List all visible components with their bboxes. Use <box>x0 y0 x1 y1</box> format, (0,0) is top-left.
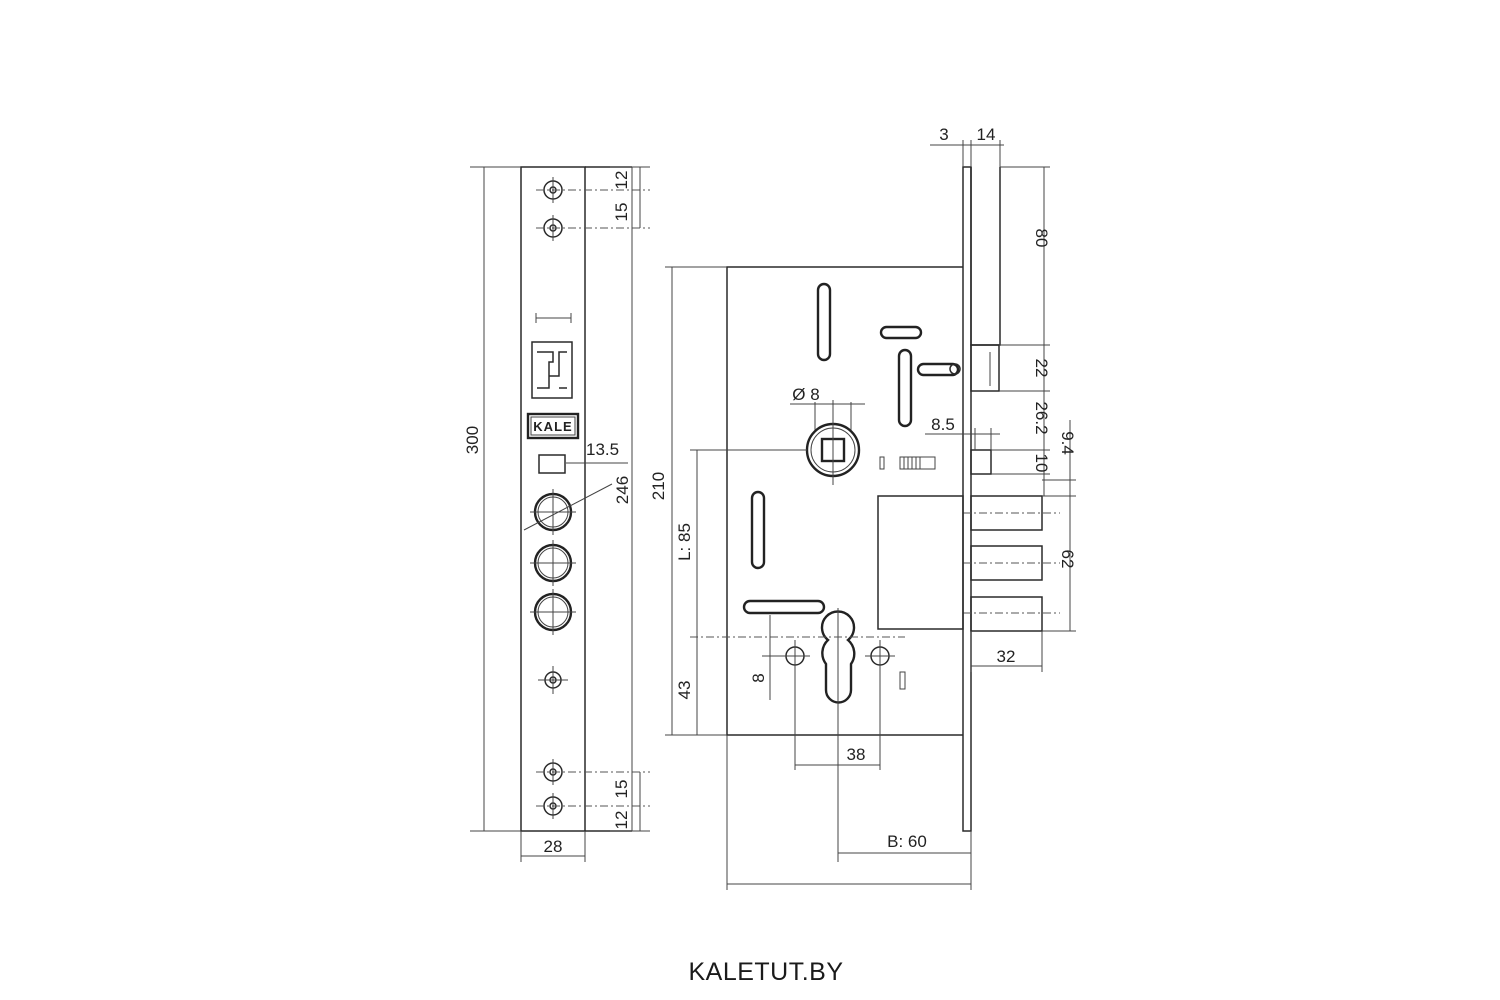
dim-latch-to-follower: 26.2 <box>1032 401 1051 434</box>
dim-top-to-latch: 80 <box>1032 229 1051 248</box>
faceplate-screw-hole-top-2 <box>536 215 650 241</box>
faceplate-follower-slot <box>538 454 566 474</box>
dim-cylinder-from-bottom: 43 <box>675 681 694 700</box>
faceplate-side <box>962 166 972 832</box>
dim-backset: B: 60 <box>887 832 927 851</box>
dim-top-spacing-1: 12 <box>612 171 631 190</box>
deadbolt-3 <box>963 596 1060 632</box>
deadbolt-hole-3 <box>530 589 576 635</box>
dim-screw-hole: 8 <box>749 673 768 682</box>
deadbolt-hole-2 <box>530 540 576 586</box>
dim-faceplate-width: 28 <box>544 837 563 856</box>
latch-tongue <box>970 344 1000 392</box>
kale-logo: KALE <box>526 412 580 440</box>
top-tab <box>970 167 1001 346</box>
faceplate-screw-hole-top-1 <box>536 177 650 203</box>
faceplate-view: KALE 13.5 <box>470 166 650 862</box>
lock-body-view <box>665 140 1076 890</box>
spring-detail <box>899 456 936 470</box>
faceplate-screw-hole-bottom-1 <box>536 759 650 785</box>
dim-top-spacing-2: 15 <box>612 203 631 222</box>
dim-follower-diameter: Ø 8 <box>792 385 819 404</box>
faceplate-outline <box>520 166 586 832</box>
dim-follower-offset: 8.5 <box>931 415 955 434</box>
dim-bottom-spacing-1: 15 <box>612 780 631 799</box>
dim-latch-height: 22 <box>1032 359 1051 378</box>
deadbolt-1 <box>963 495 1060 531</box>
slot-vertical-upper <box>897 348 913 428</box>
dim-screw-spacing: 38 <box>847 745 866 764</box>
dim-center-distance: L: 85 <box>675 523 694 561</box>
cylinder-screw-hole-right <box>865 640 895 770</box>
lock-case-outline <box>726 266 963 736</box>
slot-latch-arm <box>916 362 960 377</box>
dim-bolt-throw: 32 <box>997 647 1016 666</box>
kale-logo-text: KALE <box>533 419 572 434</box>
slot-upper-left <box>816 282 832 362</box>
dim-body-height: 210 <box>649 472 668 500</box>
bolt-carrier <box>877 495 964 630</box>
hole-diameter-leader <box>523 483 613 531</box>
latch-opening <box>531 313 573 399</box>
dim-bolt-offset: 14 <box>977 125 996 144</box>
dim-hole-span: 246 <box>613 476 632 504</box>
faceplate-screw-hole-bottom-2 <box>536 793 650 819</box>
dim-bottom-spacing-2: 12 <box>612 811 631 830</box>
slot-middle-left <box>750 490 766 570</box>
dim-overall-length: 300 <box>463 426 482 454</box>
dim-deadbolt-gap: 10 <box>1032 454 1051 473</box>
dim-bolt-span: 62 <box>1058 550 1077 569</box>
follower-hub <box>790 400 865 485</box>
deadbolt-hole-1 <box>530 489 576 535</box>
dim-plate-thickness: 3 <box>939 125 948 144</box>
cylinder-screw-hole-left <box>780 640 810 770</box>
site-caption: KALETUT.BY <box>688 958 844 986</box>
dim-deadbolt-top: 9.4 <box>1058 431 1077 455</box>
deadbolt-2 <box>963 545 1060 581</box>
slot-horizontal-upper <box>879 325 923 340</box>
euro-cylinder-cutout <box>690 608 905 862</box>
dim-latch-width: 13.5 <box>586 440 619 459</box>
faceplate-screw-hole-middle <box>538 666 568 694</box>
slot-horizontal-lower <box>742 599 826 615</box>
